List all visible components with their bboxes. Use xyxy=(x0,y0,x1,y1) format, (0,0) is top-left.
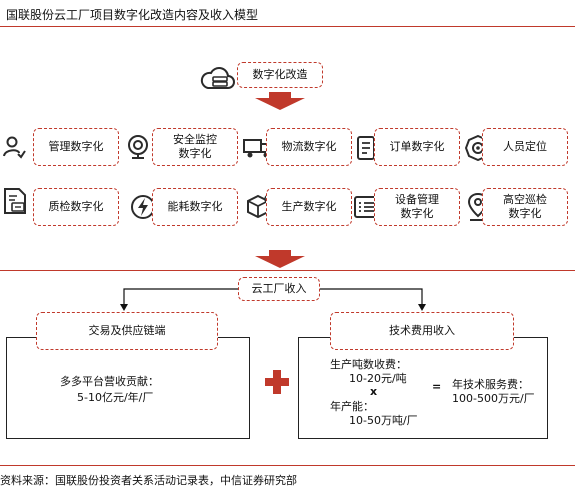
plus-icon xyxy=(265,370,289,394)
trade-supply-chain-header: 交易及供应链端 xyxy=(36,312,218,350)
module-quality-inspection: 质检数字化 xyxy=(33,188,119,226)
module-security-monitoring: 安全监控 数字化 xyxy=(152,128,238,166)
module-label: 物流数字化 xyxy=(281,140,337,153)
source-note: 资料来源：国联股份投资者关系活动记录表，中信证券研究部 xyxy=(0,474,297,487)
module-label: 订单数字化 xyxy=(389,140,445,153)
section-rule xyxy=(0,270,575,271)
webcam-icon xyxy=(125,134,151,160)
tonnage-fee-label: 生产吨数收费： xyxy=(330,358,407,371)
user-check-icon xyxy=(2,135,26,159)
module-label: 人员定位 xyxy=(503,140,547,153)
module-label: 能耗数字化 xyxy=(167,200,223,213)
module-label: 安全监控 数字化 xyxy=(173,133,217,160)
digital-transformation-box: 数字化改造 xyxy=(237,62,323,88)
module-management: 管理数字化 xyxy=(33,128,119,166)
module-label: 高空巡检 数字化 xyxy=(503,193,547,220)
tech-fee-label: 技术费用收入 xyxy=(389,324,455,337)
down-arrow-icon xyxy=(255,250,305,268)
trade-supply-chain-panel xyxy=(6,337,250,439)
down-arrow-icon xyxy=(255,92,305,110)
module-label: 管理数字化 xyxy=(48,140,104,153)
inspection-doc-icon xyxy=(2,187,28,215)
platform-revenue-value: 5-10亿元/年/厂 xyxy=(77,391,154,404)
trade-supply-chain-label: 交易及供应链端 xyxy=(88,324,166,337)
digital-transformation-label: 数字化改造 xyxy=(252,68,308,81)
module-equipment-management: 设备管理 数字化 xyxy=(374,188,460,226)
module-label: 质检数字化 xyxy=(48,200,104,213)
revenue-split-connector xyxy=(118,286,428,312)
module-label: 设备管理 数字化 xyxy=(395,193,439,220)
module-energy: 能耗数字化 xyxy=(152,188,238,226)
cloud-factory-revenue-box: 云工厂收入 xyxy=(238,277,320,301)
equals-sign: = xyxy=(432,380,442,393)
module-production: 生产数字化 xyxy=(266,188,352,226)
annual-tech-fee-value: 100-500万元/厂 xyxy=(452,392,535,405)
module-logistics: 物流数字化 xyxy=(266,128,352,166)
cloud-factory-revenue-label: 云工厂收入 xyxy=(251,282,307,295)
footer-rule xyxy=(0,465,575,466)
annual-capacity-value: 10-50万吨/厂 xyxy=(349,414,418,427)
title-rule xyxy=(0,26,575,27)
tonnage-fee-value: 10-20元/吨 xyxy=(349,372,407,385)
module-label: 生产数字化 xyxy=(281,200,337,213)
platform-revenue-label: 多多平台营收贡献： xyxy=(60,375,159,388)
annual-capacity-label: 年产能： xyxy=(330,400,374,413)
multiply-sign: x xyxy=(370,385,378,398)
figure-title: 国联股份云工厂项目数字化改造内容及收入模型 xyxy=(6,8,259,22)
module-order: 订单数字化 xyxy=(374,128,460,166)
annual-tech-fee-label: 年技术服务费： xyxy=(452,378,529,391)
module-high-altitude-inspection: 高空巡检 数字化 xyxy=(482,188,568,226)
module-personnel-positioning: 人员定位 xyxy=(482,128,568,166)
tech-fee-header: 技术费用收入 xyxy=(330,312,514,350)
cloud-server-icon xyxy=(200,64,236,92)
